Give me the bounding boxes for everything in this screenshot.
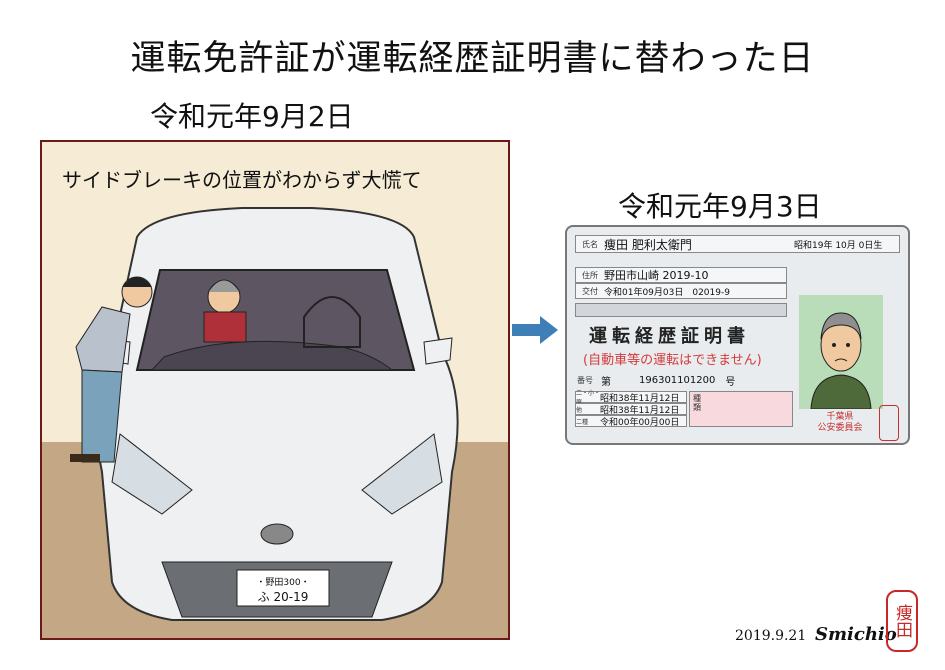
history-label-3: 二種 bbox=[576, 418, 589, 426]
date-after: 令和元年9月3日 bbox=[618, 190, 822, 223]
issuer-text: 千葉県 公安委員会 bbox=[817, 412, 863, 433]
history-value-2: 昭和38年11月12日 bbox=[600, 405, 680, 416]
card-name: 痩田 肥利太衛門 bbox=[604, 237, 692, 252]
cert-title: 運転経歴証明書 bbox=[589, 326, 750, 347]
license-card: 氏名 痩田 肥利太衛門 昭和19年 10月 0日生 住所 野田市山崎 2019-… bbox=[565, 225, 910, 445]
plate-bottom: ふ 20-19 bbox=[258, 590, 309, 604]
history-label-1: 二・小・原 bbox=[576, 390, 601, 406]
history-label-2: 他 bbox=[576, 406, 583, 414]
card-address: 野田市山崎 2019-10 bbox=[604, 269, 709, 282]
headlight-right bbox=[361, 433, 443, 515]
date-before: 令和元年9月2日 bbox=[150, 100, 354, 133]
license-plate bbox=[236, 569, 330, 607]
card-issue: 令和01年09月03日 02019-9 bbox=[604, 287, 730, 298]
blank-strip bbox=[575, 303, 787, 317]
plate-top: ・野田300・ bbox=[256, 577, 309, 588]
hanko-seal: 痩田 bbox=[886, 590, 918, 652]
history-value-3: 令和00年00月00日 bbox=[600, 417, 680, 428]
headlight-left bbox=[111, 433, 193, 515]
official-seal bbox=[879, 405, 899, 441]
signature-name: Smichio bbox=[815, 624, 897, 645]
car-scene: ・野田300・ ふ 20-19 bbox=[70, 207, 459, 621]
number-prefix: 第 bbox=[601, 376, 611, 388]
portrait-photo bbox=[799, 295, 883, 409]
signature-date: 2019.9.21 bbox=[735, 628, 807, 644]
windshield bbox=[135, 269, 416, 371]
cert-note: (自動車等の運転はできません) bbox=[583, 353, 762, 368]
illustration-panel: ・野田300・ ふ 20-19 サイドブレーキの位置がわからず大慌て bbox=[40, 140, 510, 640]
name-label: 氏名 bbox=[582, 239, 598, 249]
arrow-right-icon bbox=[512, 316, 558, 344]
panel-caption: サイドブレーキの位置がわからず大慌て bbox=[62, 168, 422, 192]
history-value-1: 昭和38年11月12日 bbox=[600, 393, 680, 404]
card-number: 196301101200 bbox=[639, 374, 716, 386]
issue-label: 交付 bbox=[582, 286, 598, 296]
kind-grid: 種類 bbox=[689, 391, 793, 427]
number-label: 番号 bbox=[577, 375, 593, 385]
page-title: 運転免許証が運転経歴証明書に替わった日 bbox=[130, 39, 815, 79]
address-label: 住所 bbox=[582, 270, 598, 280]
card-birth: 昭和19年 10月 0日生 bbox=[794, 240, 883, 251]
kind-label: 種類 bbox=[693, 394, 701, 412]
number-suffix: 号 bbox=[725, 376, 736, 388]
